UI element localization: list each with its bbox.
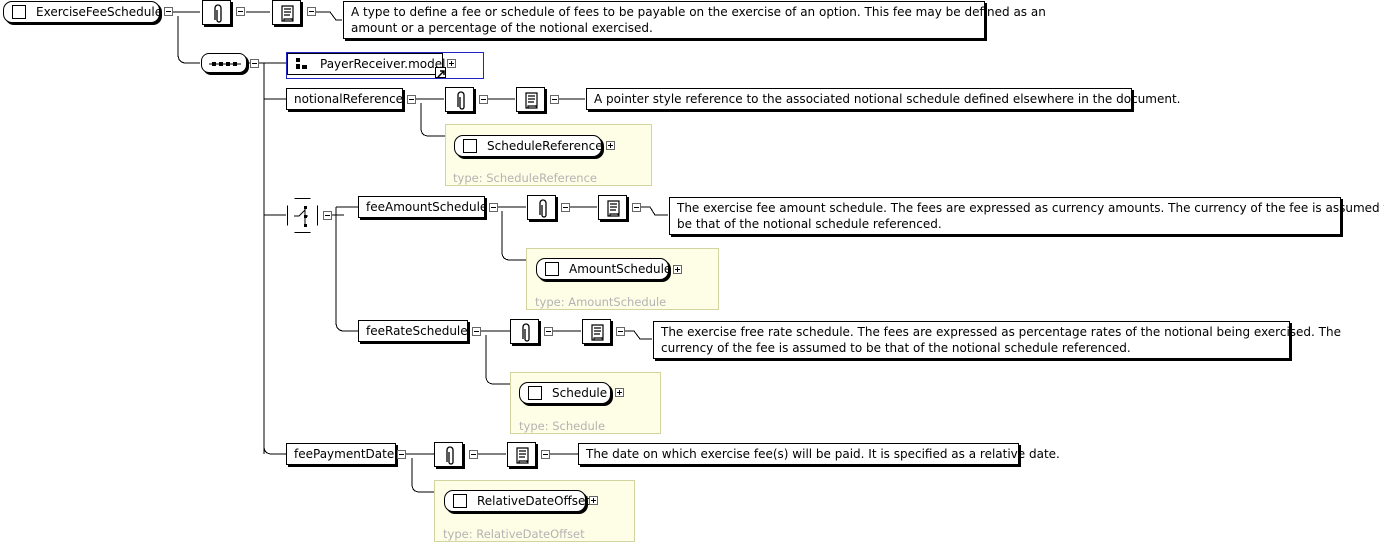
collapse-toggle-choice[interactable] <box>323 211 332 220</box>
element-notional-reference[interactable]: notionalReference <box>286 88 403 110</box>
doc-line: A type to define a fee or schedule of fe… <box>351 5 1046 19</box>
documentation-box[interactable] <box>507 442 536 467</box>
collapse-toggle-documentation[interactable] <box>632 203 641 212</box>
sequence-compositor[interactable] <box>201 53 247 73</box>
complex-type-icon <box>545 262 559 276</box>
element-fee-payment-date[interactable]: feePaymentDate <box>286 443 396 465</box>
root-complex-type[interactable]: ExerciseFeeSchedule <box>3 1 163 23</box>
collapse-toggle-annotation[interactable] <box>561 203 570 212</box>
collapse-toggle-annotation[interactable] <box>469 450 478 459</box>
element-name: notionalReference <box>294 92 404 106</box>
doc-line: The date on which exercise fee(s) will b… <box>586 447 1060 461</box>
choice-compositor[interactable] <box>287 198 318 233</box>
element-name: feeAmountSchedule <box>366 200 488 214</box>
complex-type-icon <box>463 139 477 153</box>
collapse-toggle-root[interactable] <box>164 7 173 16</box>
collapse-toggle-fee-amount-schedule[interactable] <box>489 203 498 212</box>
documentation-box[interactable] <box>516 87 545 112</box>
type-label: type: AmountSchedule <box>535 295 667 309</box>
element-name: feePaymentDate <box>294 447 395 461</box>
complex-type-name: ScheduleReference <box>487 139 603 153</box>
complex-type-name: Schedule <box>552 386 608 400</box>
collapse-toggle-sequence[interactable] <box>250 59 259 68</box>
complex-type-icon <box>528 386 542 400</box>
type-label: type: RelativeDateOffset <box>443 527 585 541</box>
fee-rate-schedule-documentation: The exercise free rate schedule. The fee… <box>653 321 1341 359</box>
collapse-toggle-fee-payment-date[interactable] <box>397 450 406 459</box>
complex-type-schedule[interactable]: Schedule <box>519 382 611 404</box>
documentation-box[interactable] <box>582 319 611 344</box>
shortcut-arrow-icon[interactable] <box>435 67 446 78</box>
type-label: type: ScheduleReference <box>453 171 597 185</box>
documentation-box[interactable] <box>272 0 301 25</box>
model-group-icon <box>296 58 308 70</box>
collapse-toggle-documentation[interactable] <box>616 327 625 336</box>
annotation-box[interactable] <box>527 195 556 220</box>
complex-type-name: RelativeDateOffset <box>477 494 591 508</box>
expand-toggle-amount-schedule[interactable] <box>673 265 682 274</box>
complex-type-schedule-reference[interactable]: ScheduleReference <box>454 135 603 157</box>
expand-toggle-relative-date-offset[interactable] <box>589 496 598 505</box>
element-name: feeRateSchedule <box>366 324 468 338</box>
doc-line: be that of the notional schedule referen… <box>677 217 942 231</box>
collapse-toggle-annotation[interactable] <box>479 95 488 104</box>
group-ref-name: PayerReceiver.model <box>320 57 446 71</box>
complex-type-name: AmountSchedule <box>569 262 672 276</box>
fee-payment-date-documentation: The date on which exercise fee(s) will b… <box>578 443 1060 465</box>
doc-line: The exercise free rate schedule. The fee… <box>661 325 1341 339</box>
complex-type-relative-date-offset[interactable]: RelativeDateOffset <box>444 490 590 512</box>
collapse-toggle-documentation[interactable] <box>541 450 550 459</box>
collapse-toggle-documentation[interactable] <box>550 95 559 104</box>
doc-line: currency of the fee is assumed to be tha… <box>661 341 1131 355</box>
doc-line: A pointer style reference to the associa… <box>594 92 1181 106</box>
expand-toggle-schedule[interactable] <box>615 388 624 397</box>
collapse-toggle-notional-reference[interactable] <box>407 95 416 104</box>
group-ref-payer-receiver[interactable]: PayerReceiver.model <box>287 53 446 75</box>
element-fee-rate-schedule[interactable]: feeRateSchedule <box>358 320 468 342</box>
collapse-toggle-documentation[interactable] <box>307 7 316 16</box>
doc-line: amount or a percentage of the notional e… <box>351 21 653 35</box>
root-documentation: A type to define a fee or schedule of fe… <box>343 1 1046 39</box>
collapse-toggle-annotation[interactable] <box>544 327 553 336</box>
complex-type-amount-schedule[interactable]: AmountSchedule <box>536 258 672 280</box>
notional-reference-documentation: A pointer style reference to the associa… <box>586 88 1181 110</box>
type-label: type: Schedule <box>519 419 606 433</box>
annotation-box[interactable] <box>434 442 463 467</box>
element-fee-amount-schedule[interactable]: feeAmountSchedule <box>358 196 488 218</box>
annotation-box[interactable] <box>445 87 474 112</box>
collapse-toggle-annotation[interactable] <box>236 7 245 16</box>
annotation-box[interactable] <box>510 319 539 344</box>
root-type-name: ExerciseFeeSchedule <box>36 5 163 19</box>
complex-type-icon <box>12 5 26 19</box>
fee-amount-schedule-documentation: The exercise fee amount schedule. The fe… <box>669 197 1384 235</box>
collapse-toggle-fee-rate-schedule[interactable] <box>472 327 481 336</box>
doc-line: The exercise fee amount schedule. The fe… <box>677 201 1384 215</box>
annotation-box[interactable] <box>202 0 231 25</box>
expand-toggle-schedule-reference[interactable] <box>606 141 615 150</box>
expand-toggle-group-ref[interactable] <box>447 59 456 68</box>
complex-type-icon <box>453 494 467 508</box>
documentation-box[interactable] <box>598 195 627 220</box>
